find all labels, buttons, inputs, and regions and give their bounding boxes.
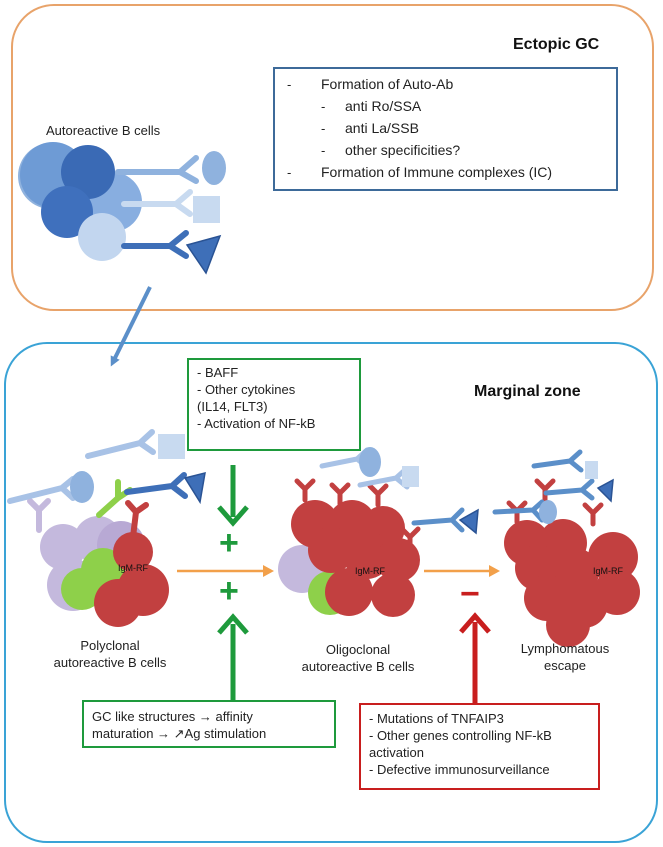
cytokines-line-3: (IL14, FLT3) bbox=[197, 399, 268, 414]
poly-antigen-2 bbox=[158, 434, 185, 459]
marginal-zone-panel bbox=[4, 342, 658, 843]
lymphomatous-antibodies bbox=[492, 449, 604, 527]
gc-structures-box: GC like structures → affinity maturation… bbox=[82, 700, 336, 748]
ectopic-gc-title: Ectopic GC bbox=[513, 36, 600, 53]
info-dash: - bbox=[321, 142, 326, 158]
auto-ab-info-box: - Formation of Auto-Ab - anti Ro/SSA - anti L… bbox=[273, 67, 618, 191]
oligoclonal-cluster bbox=[278, 500, 420, 617]
cytokines-line-1: - BAFF bbox=[197, 365, 239, 380]
gc-line-1: GC like structures → affinity bbox=[92, 709, 253, 724]
igm-rf-label-2: IgM-RF bbox=[355, 566, 385, 576]
la-ssb-antigen bbox=[193, 196, 220, 223]
info-text: Formation of Immune complexes (IC) bbox=[321, 163, 553, 180]
polyclonal-antibodies bbox=[7, 429, 188, 540]
info-dash: - bbox=[321, 120, 326, 136]
other-antigen bbox=[185, 234, 222, 275]
poly-antigen-1 bbox=[70, 471, 94, 503]
cytokines-box: - BAFF - Other cytokines (IL14, FLT3) - … bbox=[187, 358, 361, 451]
autoreactive-b-cells-cluster bbox=[18, 142, 142, 261]
lymph-antigen-3 bbox=[596, 478, 614, 503]
green-up-arrowhead bbox=[217, 613, 249, 635]
poly-antigen-3 bbox=[183, 471, 206, 505]
oligo-antigen-2 bbox=[402, 466, 419, 487]
mutations-line-4: - Defective immunosurveillance bbox=[369, 762, 550, 777]
mutations-line-1: - Mutations of TNFAIP3 bbox=[369, 711, 504, 726]
antibodies-ectopic bbox=[115, 155, 199, 259]
mutations-box: - Mutations of TNFAIP3 - Other genes con… bbox=[359, 703, 600, 790]
cytokines-line-2: - Other cytokines bbox=[197, 382, 296, 397]
auto-ab-info-item: - anti La/SSB bbox=[321, 117, 610, 139]
progression-arrowhead-2 bbox=[489, 565, 500, 577]
igm-rf-label-1: IgM-RF bbox=[118, 563, 148, 573]
progression-arrowhead-1 bbox=[263, 565, 274, 577]
green-plus-1: + bbox=[219, 524, 239, 562]
cytokines-line-4: - Activation of NF-kB bbox=[197, 416, 316, 431]
marginal-zone-title: Marginal zone bbox=[474, 383, 581, 400]
migration-arrow bbox=[110, 286, 152, 367]
mutations-line-2: - Other genes controlling NF-kB bbox=[369, 728, 552, 743]
gc-line-2: maturation → ↗Ag stimulation bbox=[92, 726, 267, 741]
ectopic-gc-panel bbox=[11, 4, 654, 311]
info-text: Formation of Auto-Ab bbox=[321, 75, 454, 92]
info-text: other specificities? bbox=[345, 141, 461, 158]
info-dash: - bbox=[321, 98, 326, 114]
green-plus-2: + bbox=[219, 572, 239, 610]
info-dash: - bbox=[287, 164, 292, 180]
auto-ab-info-item: - other specificities? bbox=[321, 139, 610, 161]
lymphomatous-cluster bbox=[504, 519, 640, 647]
auto-ab-info-item: - Formation of Immune complexes (IC) bbox=[287, 161, 610, 183]
auto-ab-info-item: - Formation of Auto-Ab bbox=[287, 73, 610, 95]
lymph-antigen-1 bbox=[539, 500, 557, 524]
oligo-antigen-1 bbox=[359, 447, 381, 477]
green-down-arrowhead bbox=[217, 505, 249, 527]
polyclonal-cluster bbox=[40, 516, 169, 627]
info-dash: - bbox=[287, 76, 292, 92]
mutations-line-3: activation bbox=[369, 745, 424, 760]
autoreactive-b-cells-label: Autoreactive B cells bbox=[46, 123, 161, 138]
oligo-antigen-3 bbox=[458, 508, 479, 535]
red-minus: − bbox=[460, 575, 480, 613]
red-up-arrowhead bbox=[459, 612, 491, 634]
ro-ssa-antigen bbox=[202, 151, 226, 185]
info-text: anti La/SSB bbox=[345, 119, 419, 136]
auto-ab-info-item: - anti Ro/SSA bbox=[321, 95, 610, 117]
lymph-antigen-2 bbox=[585, 461, 598, 479]
igm-rf-label-3: IgM-RF bbox=[593, 566, 623, 576]
info-text: anti Ro/SSA bbox=[345, 97, 422, 114]
